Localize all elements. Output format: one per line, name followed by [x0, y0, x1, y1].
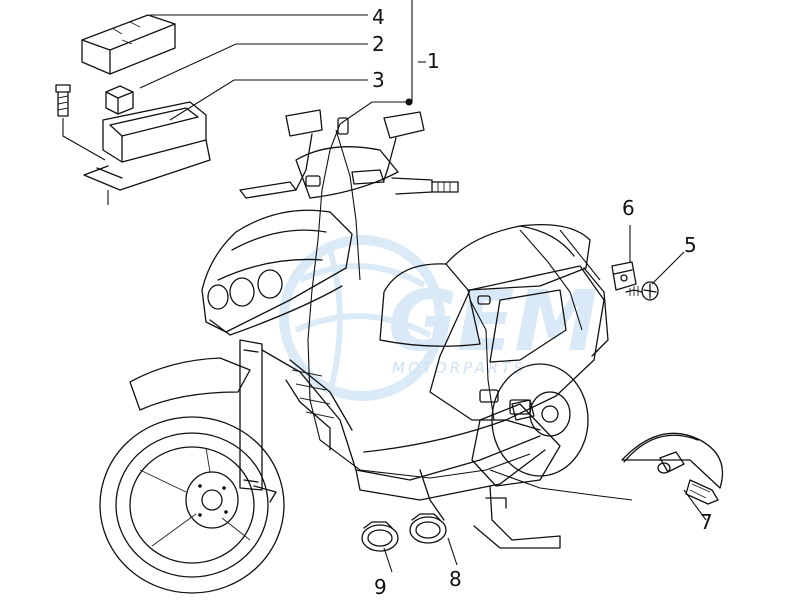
wiring-harness — [305, 117, 633, 501]
callout-9: 9 — [374, 575, 387, 599]
part-8-clamp — [409, 513, 447, 544]
callout-6: 6 — [622, 196, 635, 220]
callout-5: 5 — [684, 233, 697, 257]
callout-8: 8 — [449, 567, 462, 591]
rear-wheel-engine — [471, 363, 589, 487]
floor-frame — [261, 349, 546, 501]
screw-left — [55, 84, 109, 205]
callout-3: 3 — [372, 68, 385, 92]
front-fender-fork — [129, 339, 263, 491]
part-3-tray — [83, 101, 211, 191]
leader-lines — [139, 0, 707, 573]
scooter-illustration — [99, 109, 633, 594]
part-9-clamp — [361, 521, 399, 552]
watermark-globe — [279, 235, 445, 401]
watermark-subtitle: MOTORPARTS — [392, 359, 526, 377]
handlebar — [239, 146, 459, 199]
part-5-screw — [625, 281, 659, 301]
front-wheel — [99, 416, 285, 594]
callout-labels: 1 2 3 4 5 6 7 8 9 — [372, 5, 713, 599]
callout-2: 2 — [372, 32, 385, 56]
glove-box-assembly — [55, 14, 211, 205]
part-2-clip — [105, 85, 134, 115]
center-stand — [419, 469, 561, 549]
part-4-box-cover — [81, 14, 176, 75]
seat — [379, 223, 591, 347]
callout-7: 7 — [700, 510, 713, 534]
callout-4: 4 — [372, 5, 385, 29]
part-6-bracket — [611, 261, 637, 291]
front-fairing — [201, 209, 353, 336]
mirrors — [285, 109, 425, 191]
callout-1: 1 — [427, 49, 440, 73]
detail-inset — [621, 432, 724, 505]
callout-dot — [405, 98, 413, 106]
